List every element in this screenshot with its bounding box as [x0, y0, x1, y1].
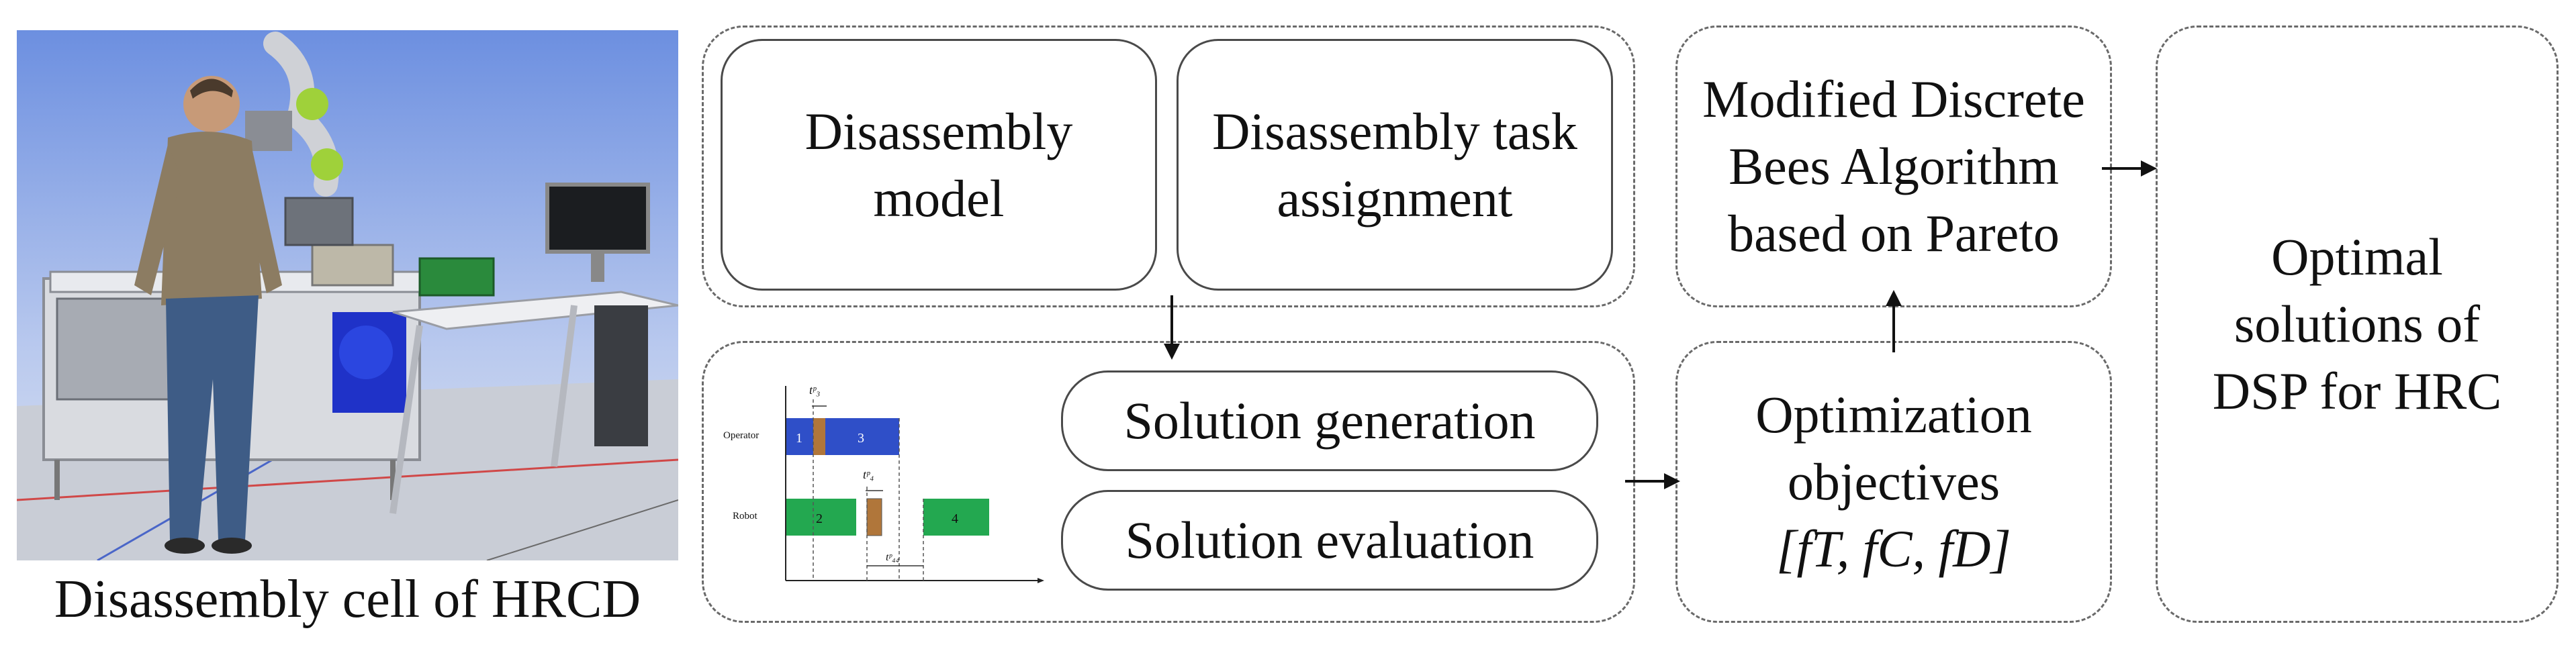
gantt-marker-mid: tᵖ₄: [863, 468, 874, 481]
disassembly-model-box: Disassembly model: [721, 39, 1157, 291]
arrow-algorithm-to-output: [2102, 155, 2162, 182]
objectives-formula: [fT, fC, fD]: [1776, 519, 2011, 578]
solution-evaluation-label: Solution evaluation: [1125, 511, 1534, 570]
disassembly-cell-image: [16, 30, 679, 562]
robot-row-label: Robot: [733, 511, 758, 521]
model-container: [702, 26, 1635, 307]
operator-task-1-label: 1: [796, 431, 802, 446]
disassembly-model-label: Disassembly model: [804, 101, 1073, 228]
algorithm-label: Modified Discrete Bees Algorithm based o…: [1702, 70, 2085, 262]
robot-task-2-bar: [786, 499, 856, 536]
algorithm-box: Modified Discrete Bees Algorithm based o…: [1675, 26, 2112, 307]
objectives-label: Optimization objectives: [1755, 385, 2032, 511]
robot-task-4-label: 4: [952, 511, 958, 526]
solution-generation-label: Solution generation: [1123, 391, 1536, 450]
operator-task-1-bar: [786, 418, 813, 455]
robot-transfer-bar: [866, 498, 882, 536]
operator-task-3-bar: [825, 418, 899, 455]
operator-row-label: Operator: [723, 430, 759, 441]
robot-task-4-bar: [923, 499, 989, 536]
robot-task-2-label: 2: [816, 511, 823, 526]
gantt-marker-top: tᵖ₃: [809, 383, 820, 397]
photo-caption: Disassembly cell of HRCD: [54, 569, 641, 629]
arrow-task-to-solution: [1158, 295, 1185, 362]
task-assignment-box: Disassembly task assignment: [1177, 39, 1613, 291]
operator-task-3-label: 3: [858, 431, 864, 446]
task-assignment-label: Disassembly task assignment: [1212, 101, 1577, 228]
operator-transfer-bar: [813, 418, 825, 455]
gantt-chart: Operator Robot 1 3 2 4 tᵖ₃ tᵖ₄ tᵖ₄₄: [722, 379, 1044, 587]
gantt-marker-bottom: tᵖ₄₄: [886, 552, 899, 563]
objectives-box: Optimization objectives [fT, fC, fD]: [1675, 341, 2112, 623]
solution-evaluation-box: Solution evaluation: [1061, 490, 1598, 591]
output-box: Optimal solutions of DSP for HRC: [2156, 26, 2559, 623]
solution-generation-box: Solution generation: [1061, 370, 1598, 471]
output-label: Optimal solutions of DSP for HRC: [2212, 228, 2502, 420]
arrow-solution-to-objectives: [1625, 468, 1686, 495]
arrow-objectives-to-algorithm: [1880, 289, 1907, 352]
